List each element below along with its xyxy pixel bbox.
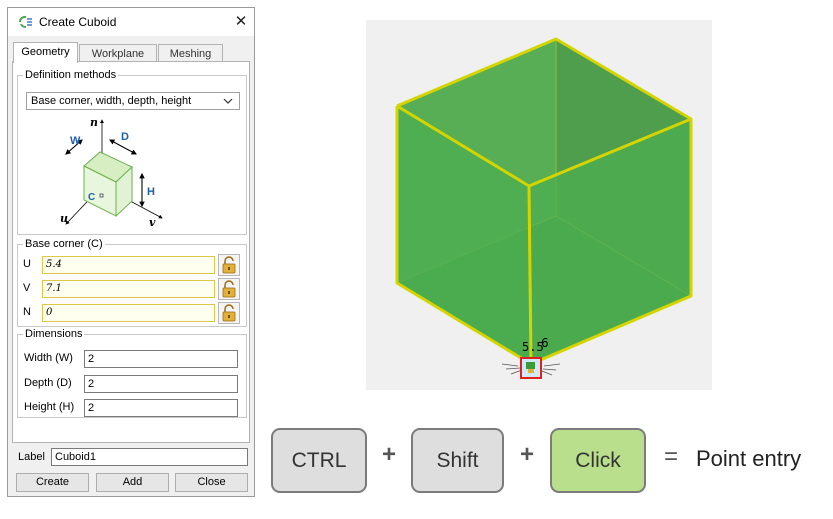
- v-label: V: [23, 282, 31, 294]
- u-input[interactable]: 5.4: [42, 256, 215, 274]
- ctrl-key: CTRL: [271, 428, 367, 493]
- axis-n-label: n: [90, 116, 98, 129]
- base-corner-label: Base corner (C): [23, 238, 105, 250]
- tab-meshing[interactable]: Meshing: [158, 44, 223, 62]
- width-w-label: W: [70, 135, 81, 147]
- 3d-viewport[interactable]: 5.5 6: [366, 20, 712, 390]
- equals-sign: =: [664, 443, 679, 470]
- v-lock-button[interactable]: [218, 278, 240, 300]
- width-label: Width (W): [24, 352, 73, 364]
- plus-sign: +: [382, 441, 397, 468]
- cursor-readout-y: 6: [541, 336, 549, 350]
- n-input[interactable]: 0: [42, 304, 215, 322]
- crosshair-icon: [526, 362, 535, 369]
- height-label: Height (H): [24, 401, 75, 413]
- definition-method-select[interactable]: Base corner, width, depth, height: [26, 92, 240, 110]
- u-label: U: [23, 258, 31, 270]
- n-lock-button[interactable]: [218, 302, 240, 324]
- geometry-panel: Definition methods Base corner, width, d…: [12, 61, 250, 443]
- definition-method-value: Base corner, width, depth, height: [31, 95, 192, 107]
- point-entry-label: Point entry: [696, 446, 802, 471]
- tab-geometry[interactable]: Geometry: [13, 42, 78, 63]
- v-input[interactable]: 7.1: [42, 280, 215, 298]
- width-input[interactable]: 2: [84, 350, 238, 368]
- app-logo-icon: [19, 15, 32, 28]
- cuboid-definition-diagram: n u v C W D H: [60, 116, 163, 229]
- close-icon[interactable]: ✕: [234, 13, 248, 30]
- unlock-icon: [222, 304, 236, 322]
- corner-c-label: C: [88, 192, 95, 203]
- depth-input[interactable]: 2: [84, 375, 238, 393]
- axis-v-label: v: [149, 216, 156, 229]
- cube-front-right-face: [529, 119, 691, 364]
- dimensions-label: Dimensions: [23, 328, 85, 340]
- create-cuboid-dialog: Create Cuboid ✕ Geometry Workplane Meshi…: [7, 7, 255, 497]
- u-lock-button[interactable]: [218, 254, 240, 276]
- n-label: N: [23, 306, 31, 318]
- height-h-label: H: [147, 186, 155, 198]
- title-bar: Create Cuboid ✕: [8, 8, 254, 36]
- height-input[interactable]: 2: [84, 399, 238, 417]
- label-input[interactable]: Cuboid1: [51, 448, 248, 466]
- unlock-icon: [222, 280, 236, 298]
- add-button[interactable]: Add: [96, 473, 169, 492]
- dimensions-group: Dimensions Width (W) 2 Depth (D) 2 Heigh…: [17, 328, 247, 418]
- cuboid-preview: 5.5 6: [395, 37, 693, 379]
- cube-front-left-face: [397, 106, 531, 364]
- create-button[interactable]: Create: [16, 473, 89, 492]
- definition-methods-group: Definition methods Base corner, width, d…: [17, 69, 247, 235]
- chevron-down-icon: [223, 98, 233, 104]
- cursor-readout-x: 5.5: [522, 340, 544, 354]
- dialog-title: Create Cuboid: [39, 15, 117, 29]
- base-corner-group: Base corner (C) U 5.4 V 7.1 N 0: [17, 238, 247, 327]
- click-key: Click: [550, 428, 646, 493]
- close-button[interactable]: Close: [175, 473, 248, 492]
- depth-d-label: D: [121, 131, 129, 143]
- definition-methods-label: Definition methods: [23, 69, 119, 81]
- shift-key: Shift: [411, 428, 504, 493]
- depth-label: Depth (D): [24, 377, 72, 389]
- label-caption: Label: [18, 451, 45, 463]
- tab-workplane[interactable]: Workplane: [79, 44, 157, 62]
- plus-sign: +: [520, 441, 535, 468]
- snap-ticks: [501, 363, 561, 376]
- axis-u-label: u: [60, 212, 68, 225]
- unlock-icon: [222, 256, 236, 274]
